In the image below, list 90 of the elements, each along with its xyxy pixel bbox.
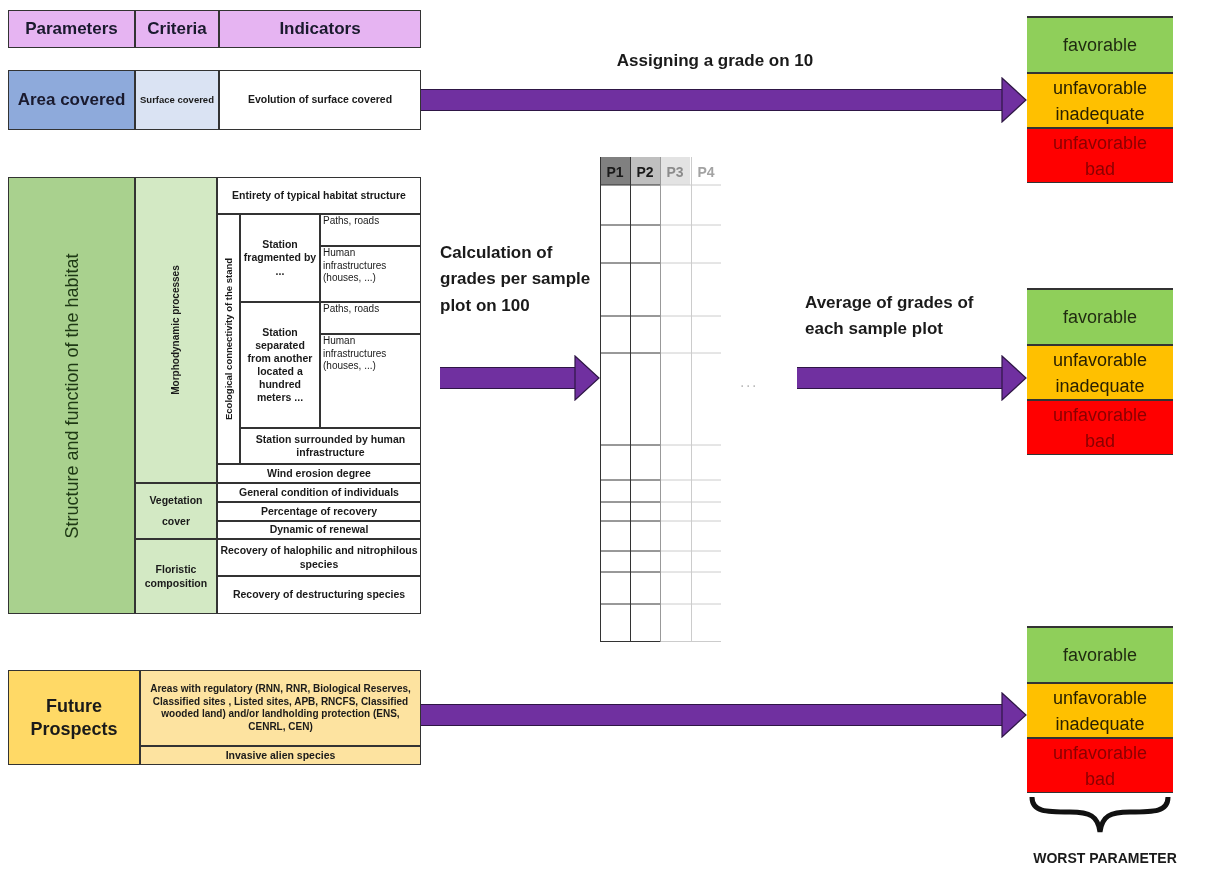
table-cell <box>240 428 421 464</box>
rating-cell <box>1027 17 1173 73</box>
edge-label: Assigning a grade on 10 <box>615 50 815 72</box>
table-cell <box>135 177 217 483</box>
cell-text: Areas with regulatory (RNN, RNR, Biological Reserves, Classified sites , Listed sites, APB, RNCFS, Classified wooded land) and/or landholding protection (ENS, CENRL, CEN) <box>149 683 412 733</box>
table-cell <box>320 214 421 246</box>
block-arrow <box>421 77 1027 123</box>
table-cell <box>240 302 320 428</box>
rating-cell <box>1027 738 1173 793</box>
table-cell <box>217 521 421 539</box>
cell-text: Area covered <box>17 89 126 111</box>
cell-text: Vegetation cover <box>148 493 204 529</box>
ellipsis-text: ... <box>740 372 759 392</box>
cell-text: Human infrastructures (houses, ...) <box>323 335 388 373</box>
rating-text: unfavorable bad <box>1051 403 1149 453</box>
cell-text: Dynamic of renewal <box>269 523 369 537</box>
column-header: P2 <box>635 163 655 182</box>
rating-scale <box>1027 288 1173 454</box>
block-arrow <box>797 355 1027 401</box>
edge-label: Average of grades of each sample plot <box>805 292 975 341</box>
cell-text: Percentage of recovery <box>260 504 378 519</box>
cell-text: Wind erosion degree <box>267 466 371 481</box>
table-cell <box>217 483 421 502</box>
table-cell <box>320 246 421 302</box>
cell-text: Indicators <box>279 18 361 40</box>
table-cell <box>240 214 320 302</box>
cell-text: Station separated from another located a hundred meters ... <box>246 325 314 405</box>
cell-text: Recovery of halophilic and nitrophilous species <box>220 544 418 571</box>
rating-text: unfavorable inadequate <box>1051 348 1149 398</box>
rating-text: unfavorable inadequate <box>1051 686 1149 736</box>
rating-text: unfavorable bad <box>1051 131 1149 181</box>
table-cell <box>320 334 421 428</box>
rating-text: favorable <box>1062 644 1138 667</box>
bracket-caption: WORST PARAMETER <box>1032 849 1178 868</box>
cell-text: Entirety of typical habitat structure <box>232 188 406 203</box>
table-cell <box>140 746 421 765</box>
column-header: P4 <box>696 163 716 182</box>
cell-text: Invasive alien species <box>225 748 336 763</box>
table-cell <box>219 10 421 48</box>
rating-scale <box>1027 16 1173 182</box>
table-cell <box>8 70 135 130</box>
vertical-text: Ecological connectivity of the stand <box>223 257 234 421</box>
rating-cell <box>1027 73 1173 128</box>
block-arrow <box>421 692 1027 738</box>
column-header: P3 <box>665 163 685 182</box>
cell-text: Station fragmented by ... <box>243 238 317 278</box>
sample-plot-table <box>600 157 721 642</box>
table-cell <box>320 302 421 334</box>
table-cell <box>217 502 421 521</box>
table-cell <box>8 10 135 48</box>
cell-text: Human infrastructures (houses, ...) <box>323 247 388 285</box>
table-cell <box>140 670 421 746</box>
cell-text: Future Prospects <box>29 695 119 740</box>
rating-cell <box>1027 627 1173 683</box>
table-cell <box>135 70 219 130</box>
block-arrow <box>440 355 600 401</box>
rating-cell <box>1027 683 1173 738</box>
rating-cell <box>1027 400 1173 455</box>
cell-text: Evolution of surface covered <box>247 93 393 107</box>
cell-text: Recovery of destructuring species <box>232 588 406 602</box>
rating-cell <box>1027 345 1173 400</box>
table-cell <box>135 10 219 48</box>
rating-cell <box>1027 289 1173 345</box>
table-cell <box>217 214 240 464</box>
table-cell <box>8 670 140 765</box>
table-cell <box>217 177 421 214</box>
vertical-text: Structure and function of the habitat <box>62 252 81 539</box>
cell-text: Criteria <box>147 18 207 40</box>
rating-scale <box>1027 626 1173 792</box>
table-cell <box>135 483 217 539</box>
table-cell <box>217 464 421 483</box>
column-header: P1 <box>605 163 625 182</box>
cell-text: Surface covered <box>140 94 214 106</box>
table-cell <box>217 576 421 614</box>
rating-text: unfavorable inadequate <box>1051 76 1149 126</box>
rating-text: unfavorable bad <box>1051 741 1149 791</box>
table-cell <box>135 539 217 614</box>
table-cell <box>8 177 135 614</box>
cell-text: Station surrounded by human infrastructure <box>254 432 407 460</box>
cell-text: Floristic composition <box>143 563 209 590</box>
cell-text: Parameters <box>25 18 118 40</box>
rating-text: favorable <box>1062 306 1138 329</box>
vertical-text: Morphodynamic processes <box>171 265 181 395</box>
table-cell <box>219 70 421 130</box>
cell-text: Paths, roads <box>323 303 380 316</box>
rating-text: favorable <box>1062 34 1138 57</box>
rating-cell <box>1027 128 1173 183</box>
cell-text: Paths, roads <box>323 215 380 228</box>
edge-label: Calculation of grades per sample plot on 100 <box>440 242 592 317</box>
cell-text: General condition of individuals <box>239 485 399 500</box>
